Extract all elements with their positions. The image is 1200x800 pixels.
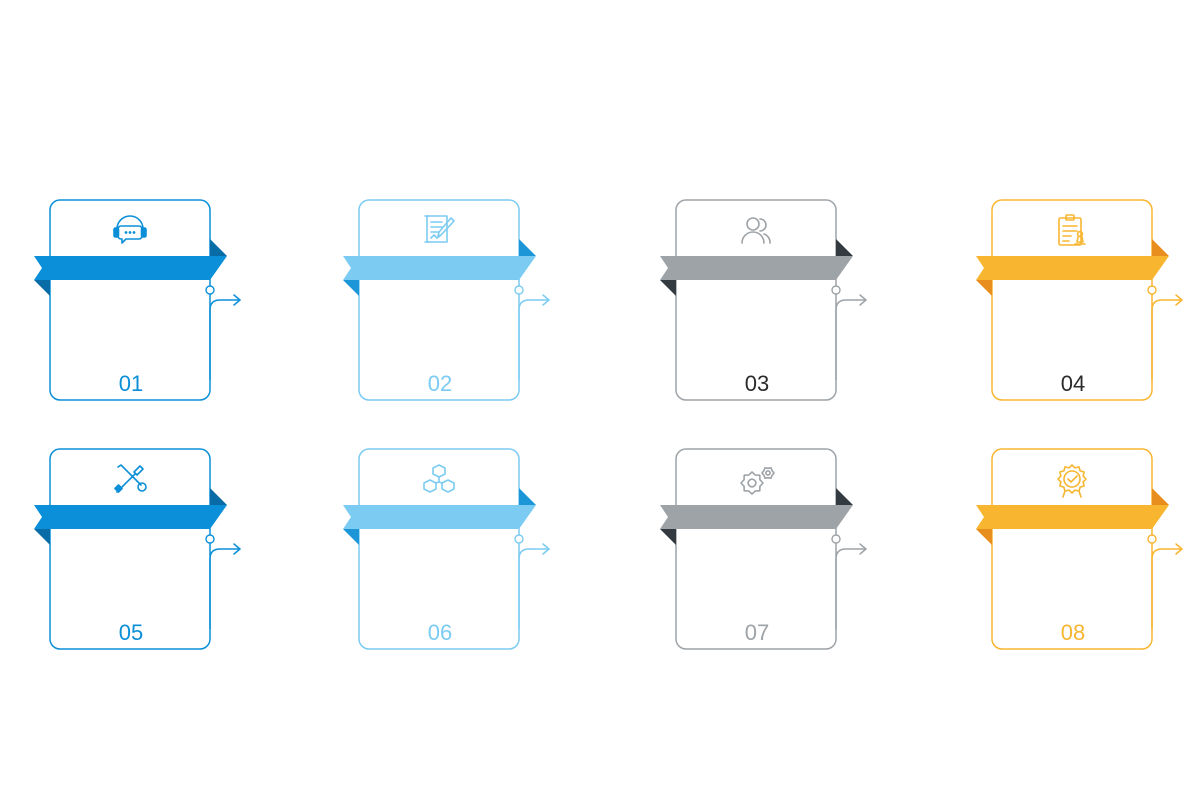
connector-node <box>205 285 215 295</box>
ribbon-fold-right <box>1152 239 1169 256</box>
ribbon-fold-left <box>343 280 359 296</box>
arrow-right-icon <box>1175 543 1184 555</box>
ribbon-fold-right <box>210 239 227 256</box>
arrow-right-icon <box>859 294 868 306</box>
connector-node <box>831 285 841 295</box>
connector-line <box>518 548 548 629</box>
ribbon-band <box>343 505 536 529</box>
step-number: 08 <box>1061 620 1085 645</box>
ribbon-band <box>660 256 853 280</box>
card-frame <box>49 448 211 650</box>
connector-line <box>209 548 239 629</box>
connector-node <box>831 534 841 544</box>
card-frame <box>991 199 1153 401</box>
step-number: 03 <box>745 371 769 396</box>
ribbon-band <box>976 505 1169 529</box>
step-number: 01 <box>119 371 143 396</box>
step-number: 06 <box>428 620 452 645</box>
arrow-right-icon <box>859 543 868 555</box>
ribbon-band <box>343 256 536 280</box>
gears-icon <box>740 467 775 495</box>
connector-node <box>205 534 215 544</box>
step-card-03: 03 <box>660 199 868 401</box>
clipboard-chess-icon <box>1058 214 1086 246</box>
ribbon-fold-right <box>836 488 853 505</box>
card-frame <box>358 199 520 401</box>
connector-node <box>1147 534 1157 544</box>
arrow-right-icon <box>233 543 242 555</box>
step-card-07: 07 <box>660 448 868 650</box>
step-card-05: 05 <box>34 448 242 650</box>
step-card-04: 04 <box>976 199 1184 401</box>
ribbon-band <box>34 256 227 280</box>
card-frame <box>991 448 1153 650</box>
step-number: 05 <box>119 620 143 645</box>
ribbon-band <box>34 505 227 529</box>
ribbon-fold-right <box>1152 488 1169 505</box>
arrow-right-icon <box>1175 294 1184 306</box>
connector-line <box>518 299 548 380</box>
badge-check-icon <box>1057 464 1087 498</box>
connector-node <box>514 534 524 544</box>
step-number: 07 <box>745 620 769 645</box>
step-card-02: 02 <box>343 199 551 401</box>
ribbon-fold-left <box>976 529 992 545</box>
connector-node <box>514 285 524 295</box>
arrow-right-icon <box>233 294 242 306</box>
connector-line <box>1151 548 1181 629</box>
ribbon-fold-left <box>343 529 359 545</box>
connector-line <box>209 299 239 380</box>
ribbon-fold-right <box>836 239 853 256</box>
ribbon-fold-right <box>519 239 536 256</box>
ribbon-fold-right <box>519 488 536 505</box>
arrow-right-icon <box>542 294 551 306</box>
ribbon-fold-left <box>660 529 676 545</box>
connector-line <box>835 548 865 629</box>
step-card-08: 08 <box>976 448 1184 650</box>
card-frame <box>358 448 520 650</box>
card-frame <box>675 448 837 650</box>
ribbon-fold-left <box>660 280 676 296</box>
ribbon-band <box>976 256 1169 280</box>
document-pen-icon <box>424 215 455 243</box>
users-icon <box>741 217 771 244</box>
ribbon-fold-right <box>210 488 227 505</box>
ribbon-fold-left <box>976 280 992 296</box>
wrench-screwdriver-icon <box>114 464 147 493</box>
boxes-network-icon <box>423 464 455 493</box>
arrow-right-icon <box>542 543 551 555</box>
ribbon-fold-left <box>34 529 50 545</box>
connector-node <box>1147 285 1157 295</box>
connector-line <box>835 299 865 380</box>
step-card-06: 06 <box>343 448 551 650</box>
ribbon-fold-left <box>34 280 50 296</box>
connector-line <box>1151 299 1181 380</box>
ribbon-band <box>660 505 853 529</box>
step-number: 04 <box>1061 371 1085 396</box>
card-frame <box>49 199 211 401</box>
headset-chat-icon <box>113 215 147 244</box>
step-card-01: 01 <box>34 199 242 401</box>
step-number: 02 <box>428 371 452 396</box>
card-frame <box>675 199 837 401</box>
